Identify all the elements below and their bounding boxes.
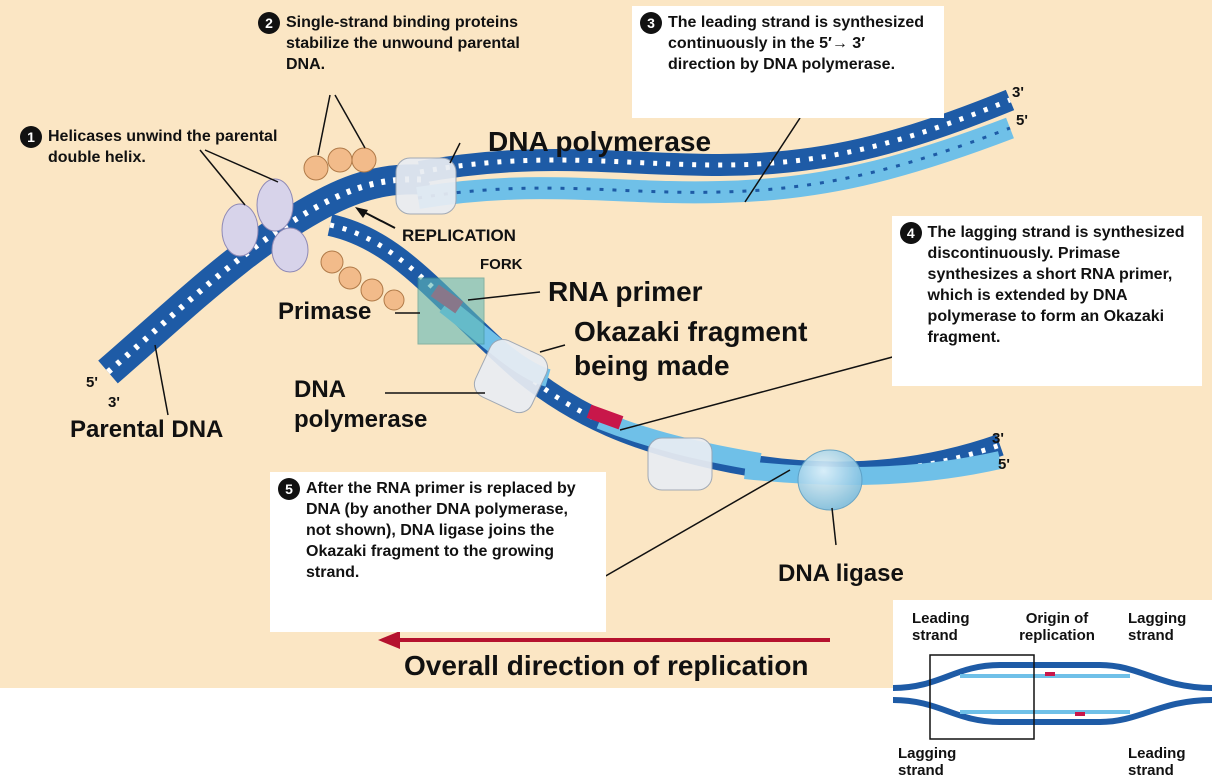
direction-label: Overall direction of replication [404, 650, 809, 682]
step-3-number: 3 [640, 12, 662, 34]
step-5-panel: 5 After the RNA primer is replaced by DNA… [270, 472, 606, 632]
helicase-3 [272, 228, 308, 272]
step-1-panel: 1 Helicases unwind the parental double he… [12, 120, 297, 178]
inset-lagging-top: Lagging strand [1128, 610, 1198, 644]
step-4-panel: 4 The lagging strand is synthesized disco… [892, 216, 1202, 386]
inset-leading-bottom: Leading strand [1128, 745, 1198, 779]
bottom-3-prime: 3' [992, 430, 1004, 447]
inset-lagging-bottom: Lagging strand [898, 745, 968, 779]
step-4-number: 4 [900, 222, 922, 244]
step-2-text: Single-strand binding proteins stabilize… [286, 12, 526, 75]
step-5-text: After the RNA primer is replaced by DNA … [306, 478, 596, 583]
bottom-5-prime: 5' [998, 456, 1010, 473]
step-2-panel: 2 Single-strand binding proteins stabiliz… [250, 6, 550, 94]
dna-ligase-label: DNA ligase [778, 560, 904, 588]
helicase-2 [257, 179, 293, 231]
top-3-prime: 3' [1012, 84, 1024, 101]
step-1-number: 1 [20, 126, 42, 148]
left-5-prime: 5' [86, 374, 98, 391]
helicase-1 [222, 204, 258, 256]
dna-polymerase-third-shape [648, 438, 712, 490]
okazaki-label-line2: being made [574, 350, 730, 382]
replication-label: REPLICATION [402, 226, 516, 246]
fork-label: FORK [480, 256, 523, 273]
left-3-prime: 3' [108, 394, 120, 411]
step-5-number: 5 [278, 478, 300, 500]
step-2-number: 2 [258, 12, 280, 34]
primase-box [418, 278, 484, 344]
rna-primer-label: RNA primer [548, 276, 703, 308]
dna-polymerase-lower-label-1: DNA [294, 376, 346, 404]
step-1-text: Helicases unwind the parental double hel… [48, 126, 278, 168]
inset-leading-top: Leading strand [912, 610, 982, 644]
step-3-panel: 3 The leading strand is synthesized conti… [632, 6, 944, 118]
inset-origin: Origin of replication [1012, 610, 1102, 644]
primase-label: Primase [278, 298, 371, 326]
okazaki-label-line1: Okazaki fragment [574, 316, 807, 348]
top-5-prime: 5' [1016, 112, 1028, 129]
step-4-text: The lagging strand is synthesized discon… [928, 222, 1194, 348]
dna-polymerase-top-label: DNA polymerase [488, 126, 711, 158]
step-3-text: The leading strand is synthesized contin… [668, 12, 928, 75]
dna-polymerase-top-shape [396, 158, 456, 214]
parental-dna-label: Parental DNA [70, 416, 223, 444]
dna-ligase-shape [798, 450, 862, 510]
dna-polymerase-lower-label-2: polymerase [294, 406, 427, 434]
